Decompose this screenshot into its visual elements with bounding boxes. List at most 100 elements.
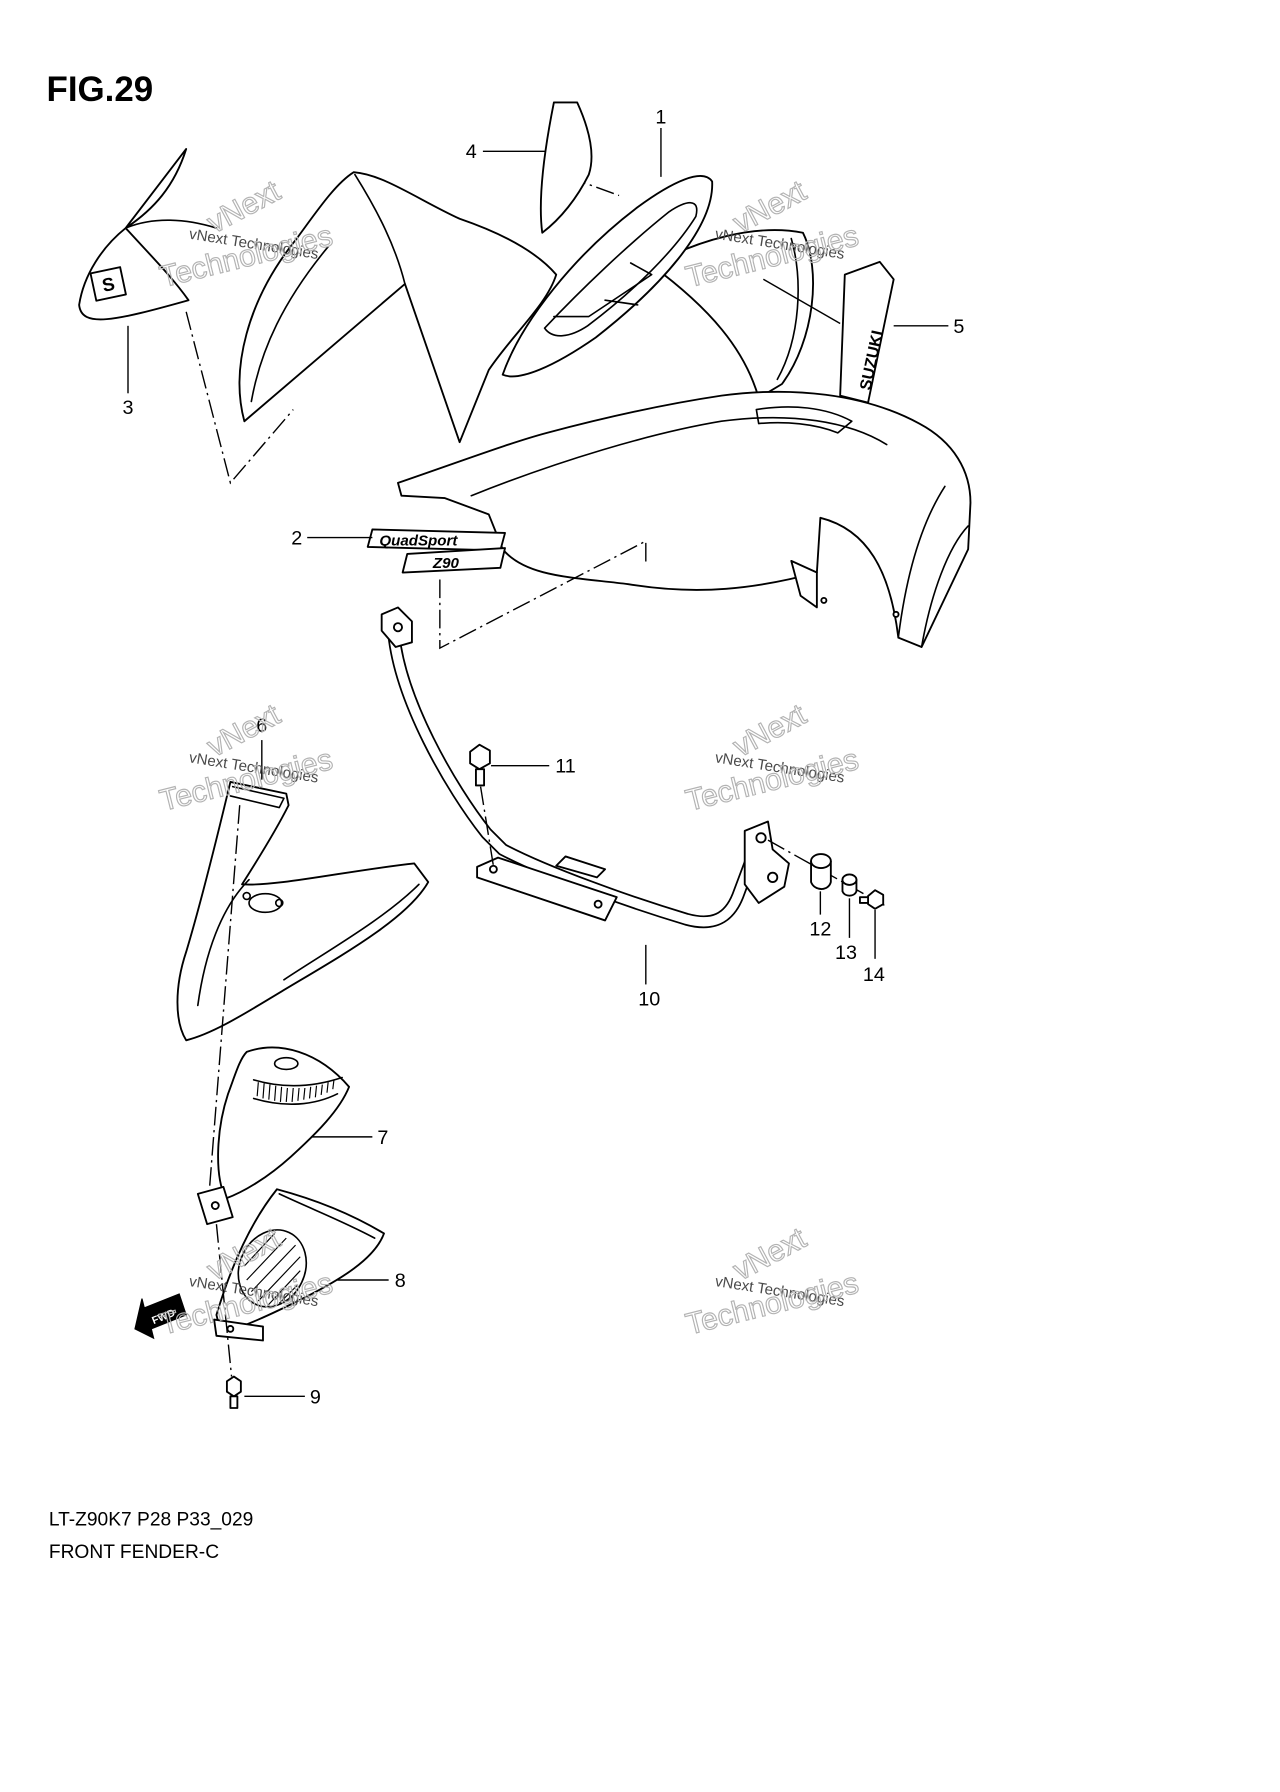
shroud-crease xyxy=(354,173,406,285)
bolt-part-11 xyxy=(469,743,491,787)
brace-tube-fill xyxy=(388,623,764,927)
watermark: vNext vNext Technologies Technologies xyxy=(682,697,862,818)
front-cover-part-3: S xyxy=(78,148,218,321)
cover-part-8 xyxy=(213,1188,385,1342)
bolt-shaft xyxy=(474,768,486,787)
callout-3: 3 xyxy=(122,397,133,419)
suzuki-logo: S xyxy=(100,273,117,296)
grommet-top xyxy=(810,853,832,870)
decal-alignment-line xyxy=(762,278,841,325)
brace-plate-tab xyxy=(555,855,607,879)
collar-part-13 xyxy=(841,873,858,897)
forward-arrow-shape xyxy=(134,1293,187,1340)
assembly-line xyxy=(215,1224,233,1377)
flap-part-4 xyxy=(539,101,593,234)
watermark: vNext vNext Technologies Technologies xyxy=(682,1221,862,1342)
fender-mount-hole xyxy=(820,596,828,604)
suzuki-logo-badge xyxy=(89,266,127,302)
callout-5: 5 xyxy=(953,316,964,338)
fender-mount-hole xyxy=(892,610,900,618)
bolt-part-14 xyxy=(858,889,885,910)
bolt-head xyxy=(867,889,885,910)
brace-mount-plate xyxy=(476,856,618,922)
suzuki-decal-outline xyxy=(839,260,895,404)
callout-12: 12 xyxy=(809,919,831,941)
fender-rear-shroud xyxy=(238,171,558,444)
model-decal-outline xyxy=(401,547,506,574)
model-decal-text: Z90 xyxy=(432,555,460,572)
callout-9: 9 xyxy=(310,1386,321,1408)
brace-plate-hole xyxy=(488,864,498,874)
callout-4: 4 xyxy=(466,141,477,163)
callout-13: 13 xyxy=(835,942,857,964)
fender-right-shroud xyxy=(650,229,814,399)
cover-hole xyxy=(226,1325,235,1333)
brace-plate-hole xyxy=(593,899,603,909)
assembly-line xyxy=(479,786,495,866)
skid-plate-part-7 xyxy=(196,1046,351,1226)
fender-mount-flap xyxy=(790,559,818,609)
brace-side-bracket xyxy=(743,820,790,904)
callout-1: 1 xyxy=(655,106,666,128)
assembly-line xyxy=(208,805,241,1190)
cover-hatching xyxy=(243,1233,301,1306)
assembly-line xyxy=(439,539,647,650)
fender-ridge xyxy=(470,416,888,497)
front-cover-edge xyxy=(124,219,218,229)
skid-plate-hole xyxy=(210,1201,220,1210)
bolt-part-9 xyxy=(225,1375,242,1409)
assembly-line xyxy=(185,311,294,485)
cover-outline xyxy=(215,1188,385,1335)
skid-plate-hatching xyxy=(256,1079,335,1103)
suzuki-decal-part-5: SUZUKI xyxy=(839,260,895,404)
quadsport-decal-part-2: QuadSport Z90 xyxy=(366,528,506,574)
brace-bracket-hole xyxy=(755,832,767,844)
brace-bracket-hole xyxy=(767,871,779,883)
cover-edge xyxy=(278,1193,376,1239)
callout-11: 11 xyxy=(555,756,576,778)
shroud-edge xyxy=(250,245,329,403)
callout-6: 6 xyxy=(256,715,267,737)
lower-guard-inner-edge xyxy=(197,878,250,1007)
brace-top-hole xyxy=(392,622,403,633)
handlebar-housing-recess xyxy=(543,201,698,337)
bolt-shaft xyxy=(229,1395,239,1409)
forward-arrow-icon: FWD xyxy=(134,1293,187,1340)
figure-caption: FRONT FENDER-C xyxy=(49,1542,219,1563)
front-fender-assembly xyxy=(238,171,972,648)
fender-brace-part-10 xyxy=(380,606,790,929)
right-shroud-edge xyxy=(776,237,799,381)
handlebar-housing xyxy=(501,175,714,378)
bolt-head xyxy=(469,743,491,771)
cover-recess xyxy=(237,1229,308,1308)
collar-top xyxy=(841,873,858,886)
watermark-large-bottom: Technologies xyxy=(683,1267,862,1342)
fender-front-arch xyxy=(897,485,969,648)
lower-guard-tab xyxy=(229,785,285,809)
callout-8: 8 xyxy=(395,1270,406,1292)
lower-guard-hole xyxy=(242,891,251,901)
callout-14: 14 xyxy=(863,964,885,986)
skid-plate-outline xyxy=(217,1046,351,1200)
lower-guard-hole xyxy=(274,898,284,908)
quadsport-decal-text: QuadSport xyxy=(379,533,458,550)
bolt-shaft xyxy=(858,896,870,904)
grommet-part-12 xyxy=(810,853,832,890)
lower-guard-outline xyxy=(176,781,430,1042)
watermark-large-bottom: Technologies xyxy=(683,743,862,818)
model-code: LT-Z90K7 P28 P33_029 xyxy=(49,1510,253,1531)
skid-plate-boss xyxy=(273,1056,299,1071)
lower-guard-part-6 xyxy=(176,781,430,1042)
callouts: 1 2 3 4 5 6 7 8 9 10 11 12 13 14 xyxy=(122,106,964,1408)
housing-detail xyxy=(553,262,653,318)
callout-10: 10 xyxy=(638,988,660,1010)
callout-2: 2 xyxy=(291,528,302,550)
lower-guard-boss xyxy=(248,892,283,914)
figure-title: FIG.29 xyxy=(47,70,154,109)
callout-7: 7 xyxy=(377,1127,388,1149)
fender-body xyxy=(397,390,972,648)
bolt-head xyxy=(225,1375,242,1398)
lower-guard-wing-edge xyxy=(283,883,420,981)
fender-vent xyxy=(755,406,853,434)
